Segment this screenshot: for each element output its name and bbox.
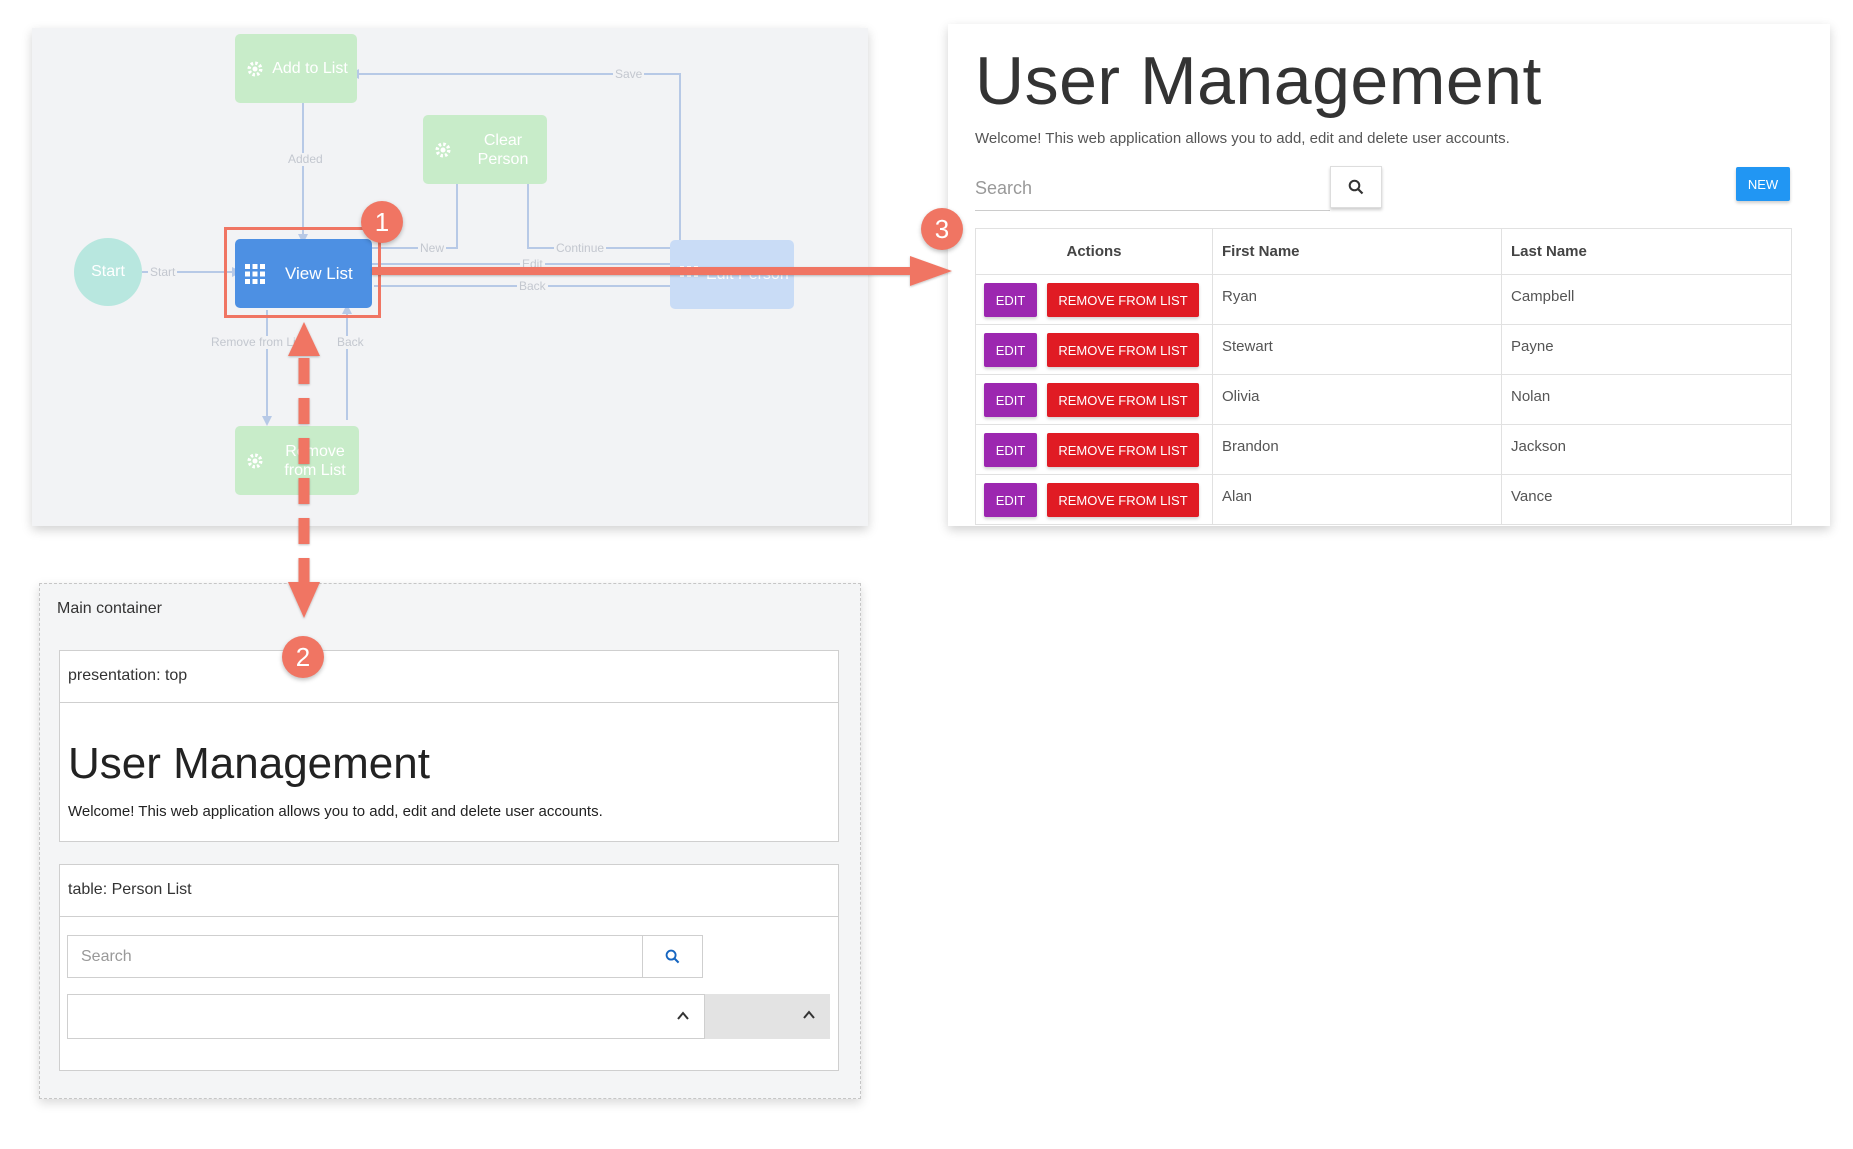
column-header-actions: Actions (975, 228, 1213, 275)
flow-node-add-to-list[interactable]: Add to List (235, 34, 357, 103)
chevron-up-icon[interactable] (802, 1009, 816, 1021)
last-name-cell: Campbell (1501, 274, 1792, 325)
first-name-cell: Alan (1212, 474, 1502, 525)
collapsed-column-area[interactable] (67, 994, 705, 1039)
step-badge-3: 3 (921, 208, 963, 250)
last-name-cell: Jackson (1501, 424, 1792, 475)
section-label: table: Person List (60, 865, 838, 917)
chevron-up-icon[interactable] (676, 1010, 690, 1022)
actions-cell: EDIT REMOVE FROM LIST (975, 474, 1213, 525)
edge-label-start: Start (148, 265, 178, 279)
flow-node-edit-person[interactable]: Edit Person (670, 240, 794, 309)
app-preview-panel: User Management Welcome! This web applic… (948, 24, 1830, 526)
actions-cell: EDIT REMOVE FROM LIST (975, 274, 1213, 325)
gear-icon (247, 61, 263, 76)
flow-node-clear-person[interactable]: Clear Person (423, 115, 547, 184)
edit-button[interactable]: EDIT (984, 333, 1037, 367)
flow-node-remove-from-list[interactable]: Remove from List (235, 426, 359, 495)
last-name-cell: Payne (1501, 324, 1792, 375)
node-label: Clear Person (477, 131, 529, 168)
last-name-cell: Nolan (1501, 374, 1792, 425)
search-button[interactable] (642, 935, 703, 978)
step-badge-1: 1 (361, 201, 403, 243)
table-row: EDIT REMOVE FROM LIST Brandon Jackson (975, 424, 1792, 475)
flow-node-view-list[interactable]: View List (235, 239, 372, 308)
column-header-first-name[interactable]: First Name (1212, 228, 1502, 275)
table-header-row: Actions First Name Last Name (975, 228, 1792, 275)
edge-label-save: Save (613, 67, 645, 81)
search-input[interactable]: Search (67, 935, 643, 978)
page-title: User Management (975, 43, 1542, 119)
edit-button[interactable]: EDIT (984, 283, 1037, 317)
presentation-welcome-text: Welcome! This web application allows you… (68, 803, 603, 820)
last-name-cell: Vance (1501, 474, 1792, 525)
actions-cell: EDIT REMOVE FROM LIST (975, 324, 1213, 375)
column-header-last-name[interactable]: Last Name (1501, 228, 1792, 275)
remove-from-list-button[interactable]: REMOVE FROM LIST (1047, 483, 1199, 517)
flow-diagram-panel: Start Added Save New Continue Edit Back … (32, 28, 868, 526)
edge-label-added: Added (286, 152, 325, 166)
step-badge-2: 2 (282, 636, 324, 678)
section-label: presentation: top (60, 651, 838, 703)
first-name-cell: Brandon (1212, 424, 1502, 475)
highlight-frame (224, 227, 381, 318)
node-label: View List (285, 263, 353, 283)
remove-from-list-button[interactable]: REMOVE FROM LIST (1047, 333, 1199, 367)
first-name-cell: Olivia (1212, 374, 1502, 425)
person-table: Actions First Name Last Name EDIT REMOVE … (975, 228, 1792, 525)
new-button[interactable]: NEW (1736, 167, 1790, 201)
table-row: EDIT REMOVE FROM LIST Alan Vance (975, 474, 1792, 525)
edge-label-new: New (418, 241, 447, 255)
flow-node-start[interactable]: Start (74, 238, 142, 306)
main-container-panel: Main container presentation: top User Ma… (39, 583, 861, 1099)
grid-icon (245, 263, 265, 284)
node-label: Start (91, 263, 125, 280)
first-name-cell: Stewart (1212, 324, 1502, 375)
remove-from-list-button[interactable]: REMOVE FROM LIST (1047, 433, 1199, 467)
edge-label-back: Back (517, 279, 548, 293)
welcome-text: Welcome! This web application allows you… (975, 130, 1510, 147)
node-label: Edit Person (706, 266, 789, 283)
node-label: Add to List (272, 60, 348, 77)
remove-from-list-button[interactable]: REMOVE FROM LIST (1047, 383, 1199, 417)
edge-label-continue: Continue (554, 241, 607, 255)
edit-button[interactable]: EDIT (984, 483, 1037, 517)
edge-label-back-bottom: Back (335, 335, 366, 349)
presentation-section[interactable]: presentation: top User Management Welcom… (59, 650, 839, 842)
collapsed-column-side[interactable] (705, 994, 830, 1039)
grid-icon (680, 265, 698, 277)
container-title: Main container (57, 600, 162, 617)
table-row: EDIT REMOVE FROM LIST Stewart Payne (975, 324, 1792, 375)
gear-icon (247, 453, 263, 468)
table-row: EDIT REMOVE FROM LIST Ryan Campbell (975, 274, 1792, 325)
edge-label-edit: Edit (520, 257, 545, 271)
edge-label-remove: Remove from List (209, 335, 308, 349)
table-row: EDIT REMOVE FROM LIST Olivia Nolan (975, 374, 1792, 425)
presentation-heading: User Management (68, 739, 430, 788)
edit-button[interactable]: EDIT (984, 383, 1037, 417)
actions-cell: EDIT REMOVE FROM LIST (975, 374, 1213, 425)
table-section[interactable]: table: Person List Search (59, 864, 839, 1071)
edit-button[interactable]: EDIT (984, 433, 1037, 467)
search-input[interactable] (975, 167, 1330, 211)
remove-from-list-button[interactable]: REMOVE FROM LIST (1047, 283, 1199, 317)
search-icon (665, 949, 680, 964)
search-button[interactable] (1330, 166, 1382, 208)
first-name-cell: Ryan (1212, 274, 1502, 325)
actions-cell: EDIT REMOVE FROM LIST (975, 424, 1213, 475)
search-icon (1348, 179, 1364, 195)
gear-icon (435, 142, 451, 157)
